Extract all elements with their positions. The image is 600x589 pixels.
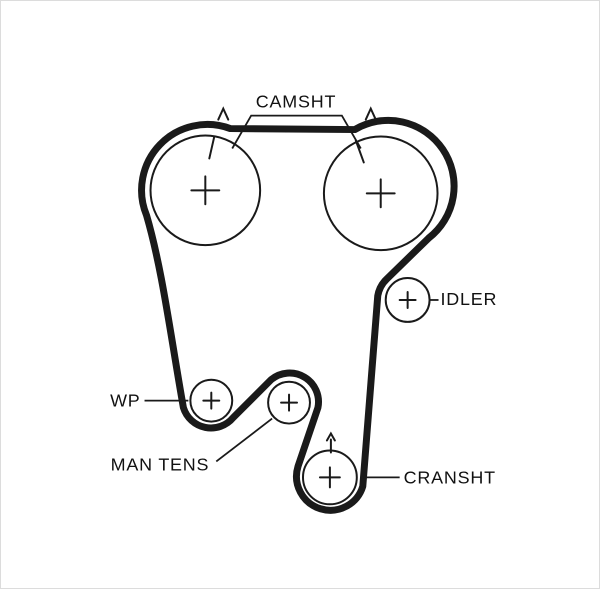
camshaft-bracket-line — [231, 114, 362, 149]
water-pump-label: WP — [110, 391, 140, 411]
manual-tensioner-center-mark — [280, 393, 299, 412]
manual-tensioner-leader-line — [215, 417, 273, 463]
manual-tensioner-pulley — [267, 380, 311, 425]
idler-center-mark — [398, 291, 417, 309]
water-pump-pulley — [189, 378, 234, 423]
crankshaft-timing-caret-icon — [325, 431, 336, 442]
left-camshaft-pulley — [149, 134, 262, 247]
manual-tensioner-label: MAN TENS — [111, 454, 210, 474]
left-cam-timing-tick — [208, 135, 216, 160]
idler-pulley — [384, 277, 431, 323]
crankshaft-label: CRANSHT — [404, 467, 496, 487]
idler-label: IDLER — [441, 289, 498, 309]
right-cam-timing-caret-icon — [364, 106, 377, 121]
left-cam-timing-caret-icon — [217, 106, 230, 121]
right-cam-timing-tick — [354, 139, 365, 164]
right-camshaft-pulley — [322, 135, 439, 252]
timing-belt — [138, 116, 458, 514]
crankshaft-pulley — [301, 449, 358, 506]
water-pump-center-mark — [202, 391, 221, 410]
left-camshaft-center-mark — [190, 175, 221, 206]
right-camshaft-center-mark — [365, 178, 396, 209]
crankshaft-timing-mark — [325, 431, 336, 454]
camshaft-alignment-marks — [208, 106, 377, 164]
crankshaft-center-mark — [318, 466, 341, 489]
camshaft-label: CAMSHT — [256, 92, 336, 112]
